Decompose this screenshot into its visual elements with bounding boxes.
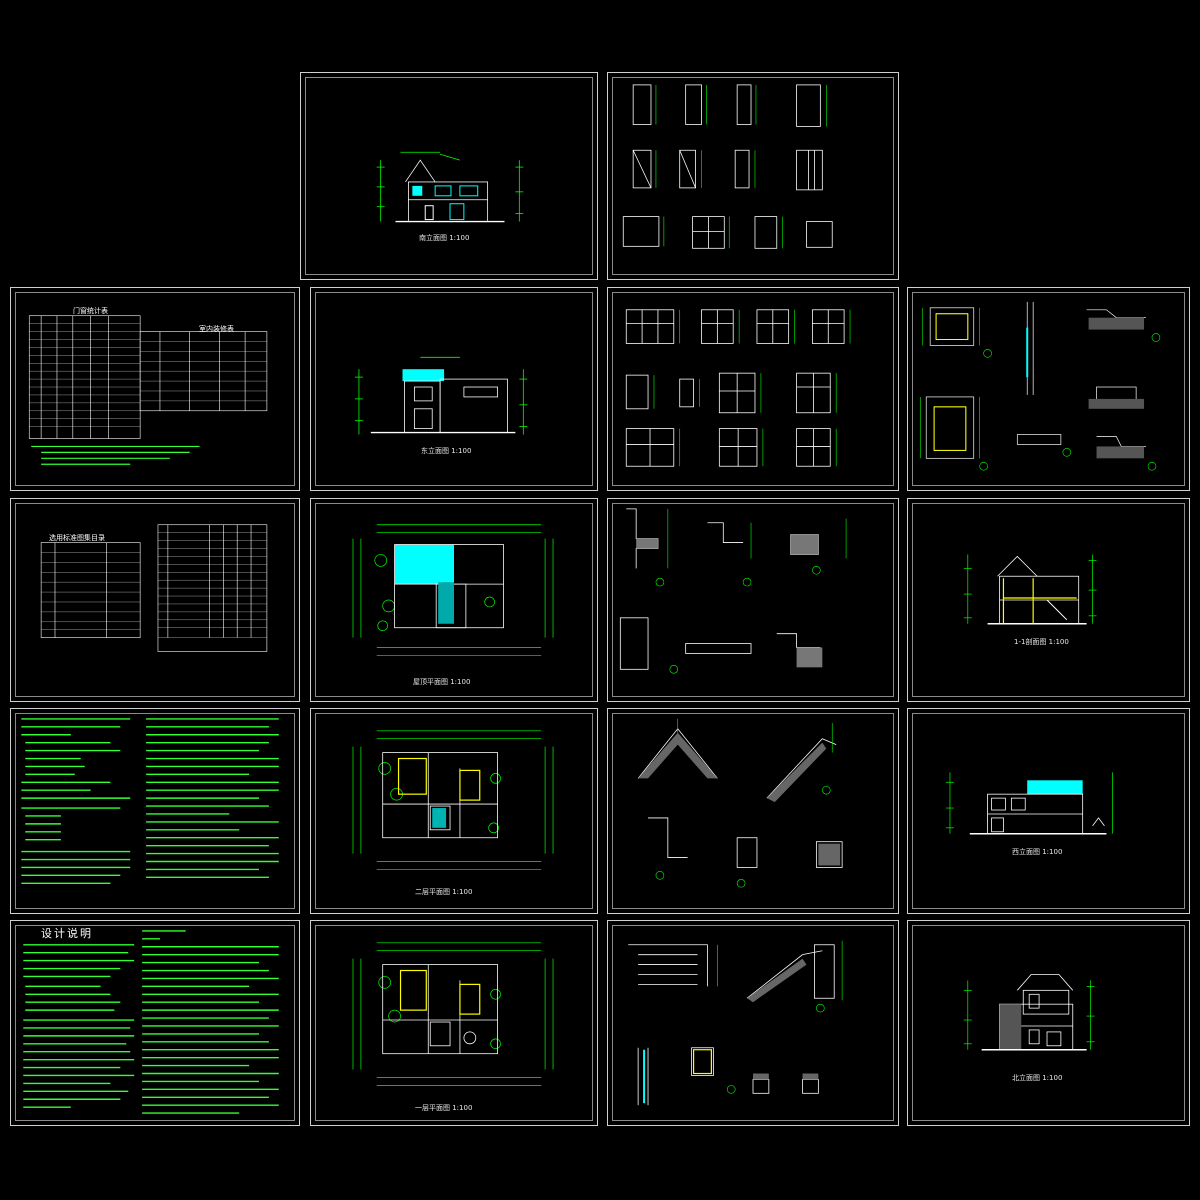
- south-elevation-title: 南立面图 1:100: [419, 234, 470, 242]
- sheet-window-details-a: [607, 72, 899, 280]
- stair-details-drawing: [919, 301, 1161, 471]
- sheet-schedule-tables: 门窗统计表 室内装修表: [10, 287, 300, 491]
- sheet-window-details-b: [607, 287, 899, 491]
- sheet-roof-plan: 屋顶平面图 1:100: [310, 498, 598, 702]
- design-notes-lines: [23, 930, 279, 1114]
- design-notes-title: 设计说明: [41, 927, 93, 940]
- east-elevation-title: 东立面图 1:100: [421, 447, 472, 455]
- construction-notes-lines: [21, 718, 279, 884]
- section-1-1-title: 1-1剖面图 1:100: [1014, 638, 1069, 646]
- standard-index-drawing: [40, 524, 268, 652]
- east-elevation-drawing: [354, 356, 528, 435]
- first-floor-plan-title: 一层平面图 1:100: [415, 1104, 473, 1112]
- room-finish-table-title: 室内装修表: [199, 325, 234, 333]
- sheet-second-floor-plan: 二层平面图 1:100: [310, 708, 598, 914]
- roof-plan-drawing: [352, 524, 554, 656]
- first-floor-plan-drawing: [352, 942, 554, 1086]
- west-elevation-title: 西立面图 1:100: [1012, 848, 1063, 856]
- sheet-standard-index: 选用标准图集目录: [10, 498, 300, 702]
- schedule-tables-drawing: [28, 315, 268, 465]
- sheet-wall-details: [607, 498, 899, 702]
- north-elevation-drawing: [963, 974, 1095, 1051]
- sheet-west-elevation: 西立面图 1:100: [907, 708, 1190, 914]
- window-details-drawing-a: [622, 84, 833, 249]
- roof-plan-title: 屋顶平面图 1:100: [413, 678, 471, 686]
- door-window-schedule-title: 门窗统计表: [73, 307, 108, 315]
- sheet-section-1-1: 1-1剖面图 1:100: [907, 498, 1190, 702]
- west-elevation-drawing: [946, 772, 1113, 835]
- second-floor-plan-title: 二层平面图 1:100: [415, 888, 473, 896]
- sheet-construction-notes: [10, 708, 300, 914]
- sheet-stair-details: [907, 287, 1190, 491]
- sheet-stair-section-details: [607, 920, 899, 1126]
- stair-section-details-drawing: [628, 940, 843, 1106]
- sheet-first-floor-plan: 一层平面图 1:100: [310, 920, 598, 1126]
- south-elevation-drawing: [376, 151, 524, 223]
- sheet-design-notes: 设计说明: [10, 920, 300, 1126]
- sheet-east-elevation: 东立面图 1:100: [310, 287, 598, 491]
- sheet-roof-details: [607, 708, 899, 914]
- sheet-south-elevation: 南立面图 1:100: [300, 72, 598, 280]
- standard-drawings-index-title: 选用标准图集目录: [49, 534, 105, 542]
- roof-details-drawing: [637, 718, 843, 888]
- north-elevation-title: 北立面图 1:100: [1012, 1074, 1063, 1082]
- second-floor-plan-drawing: [352, 730, 554, 870]
- section-1-1-drawing: [963, 554, 1097, 625]
- window-details-drawing-b: [625, 309, 851, 467]
- wall-details-drawing: [619, 508, 847, 674]
- sheet-north-elevation: 北立面图 1:100: [907, 920, 1190, 1126]
